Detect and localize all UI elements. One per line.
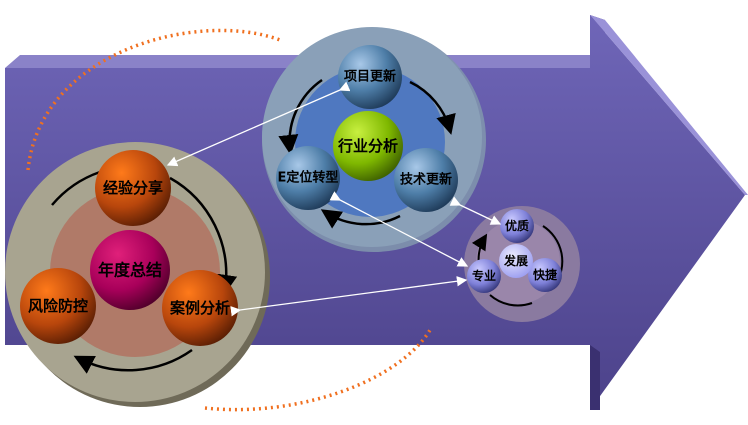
right-cluster: 优质 专业 快捷 发展 [464, 206, 580, 322]
svg-text:技术更新: 技术更新 [400, 172, 452, 188]
left-cluster: 经验分享 风险防控 案例分析 年度总结 [5, 142, 270, 407]
svg-text:项目更新: 项目更新 [344, 69, 396, 85]
svg-text:E定位转型: E定位转型 [278, 170, 339, 186]
dotted-cycle-path-bottom [204, 329, 432, 412]
node-xiangmu-gengxin: 项目更新 [338, 45, 402, 109]
node-jingyan-fenxiang: 经验分享 [95, 150, 171, 226]
svg-text:经验分享: 经验分享 [103, 179, 163, 197]
svg-text:专业: 专业 [472, 268, 496, 283]
svg-text:年度总结: 年度总结 [98, 261, 162, 280]
svg-text:优质: 优质 [505, 218, 529, 233]
node-anli-fenxi: 案例分析 [162, 270, 238, 346]
svg-text:发展: 发展 [503, 253, 528, 268]
svg-text:行业分析: 行业分析 [337, 137, 398, 155]
node-kuaijie: 快捷 [528, 258, 562, 292]
svg-text:案例分析: 案例分析 [169, 299, 230, 317]
node-fazhan: 发展 [499, 244, 533, 278]
connector-arrows [166, 81, 502, 317]
node-niandu-zongjie: 年度总结 [90, 230, 170, 310]
svg-text:快捷: 快捷 [533, 267, 558, 282]
node-e-dingwei-zhuanxing: E定位转型 [276, 146, 340, 210]
svg-text:风险防控: 风险防控 [28, 297, 88, 315]
node-zhuanye: 专业 [467, 259, 501, 293]
node-fengxian-fangkong: 风险防控 [20, 268, 96, 344]
node-youzhi: 优质 [500, 209, 534, 243]
dotted-cycle-path-top [26, 28, 281, 171]
node-jishu-gengxin: 技术更新 [394, 148, 458, 212]
node-hangye-fenxi: 行业分析 [333, 111, 403, 181]
